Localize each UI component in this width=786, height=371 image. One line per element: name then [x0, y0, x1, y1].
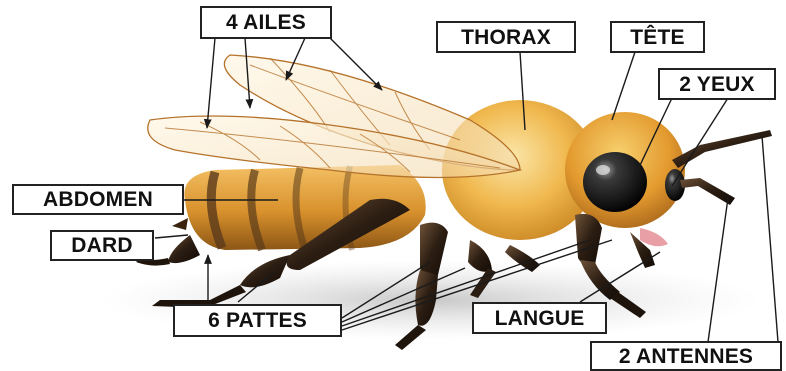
label-head: TÊTE	[610, 21, 705, 53]
antennae	[672, 130, 772, 205]
leader-head	[612, 52, 635, 120]
label-antennae: 2 ANTENNES	[590, 341, 782, 371]
label-thorax: THORAX	[436, 21, 576, 53]
wings	[148, 55, 520, 178]
label-abdomen: ABDOMEN	[12, 184, 184, 215]
mouth	[640, 228, 668, 246]
compound-eye	[583, 152, 647, 212]
leader-antennae-2	[762, 136, 778, 342]
leader-antennae-1	[708, 198, 728, 342]
stinger-tip	[172, 218, 188, 230]
leader-wings-1	[207, 38, 215, 128]
label-legs: 6 PATTES	[173, 304, 342, 337]
label-eyes: 2 YEUX	[658, 68, 776, 100]
label-stinger: DARD	[50, 230, 154, 261]
leader-stinger	[155, 235, 188, 238]
label-wings: 4 AILES	[200, 6, 332, 39]
label-tongue: LANGUE	[472, 302, 607, 334]
